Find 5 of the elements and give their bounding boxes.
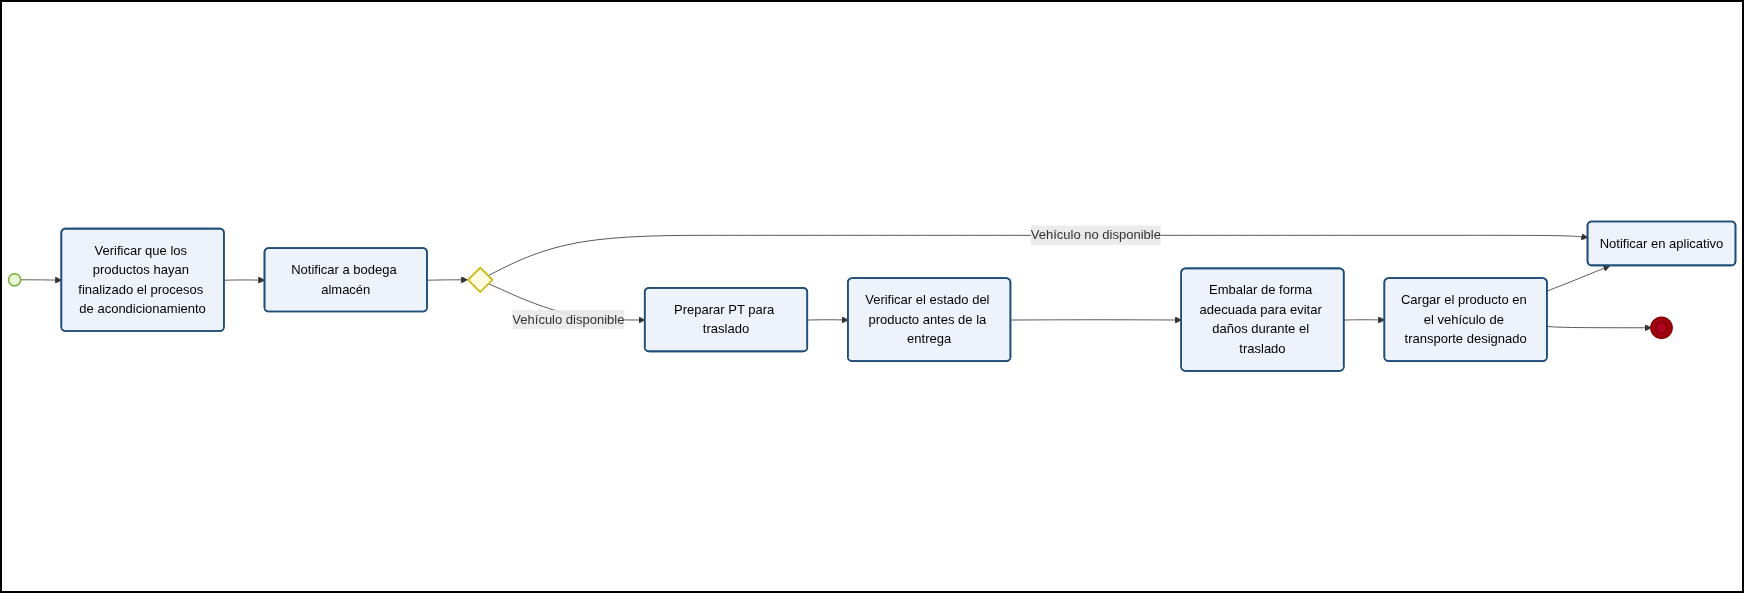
node-diamond bbox=[466, 266, 494, 294]
edge-label: Vehículo disponible bbox=[512, 312, 625, 327]
node-circle bbox=[1650, 316, 1673, 340]
node-circle bbox=[7, 273, 22, 288]
edge-label: Vehículo no disponible bbox=[1030, 228, 1161, 243]
